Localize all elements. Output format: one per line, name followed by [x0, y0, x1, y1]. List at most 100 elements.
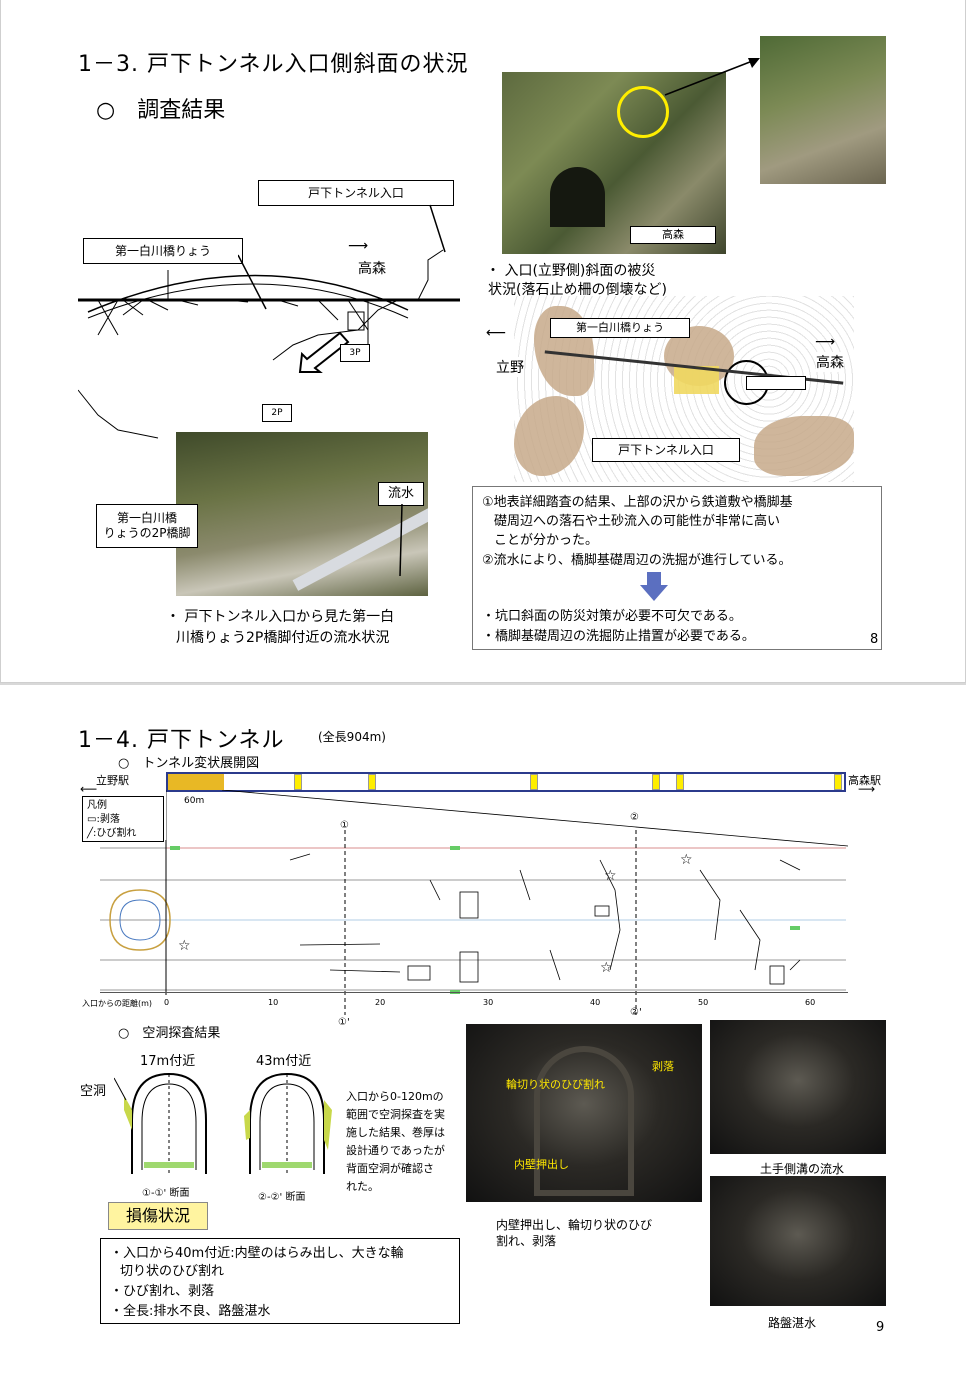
damage-item-3: ・全長:排水不良、路盤湛水 [110, 1304, 271, 1319]
pier-flow-photo [176, 432, 428, 596]
map-arrow-right: ⟶ [815, 334, 836, 350]
caption-drain: 土手側溝の流水 [760, 1162, 845, 1176]
axis-tick: 60 [805, 998, 816, 1007]
slope-caption-line2: 状況(落石止め柵の倒壊など) [488, 282, 667, 298]
zoom-guide-lines [166, 790, 849, 847]
map-callout-tunnel-entrance: 戸下トンネル入口 [592, 438, 740, 462]
flooded-track-photo [710, 1176, 886, 1306]
bridge-elevation-drawing [78, 249, 460, 439]
photo-caption-line2: 川橋りょう2P橋脚付近の流水状況 [176, 630, 390, 646]
label-takamori: 高森 [358, 261, 386, 277]
axis-tick: 40 [590, 998, 601, 1007]
photo-link-arrow [664, 58, 760, 96]
slope-caption-line1: ・ 入口(立野側)斜面の被災 [486, 263, 656, 279]
pier-2p-label: 2P [262, 404, 292, 422]
cavity-text-5: 背面空洞が確認さ [346, 1162, 434, 1175]
page-title: 1－4. 戸下トンネル [78, 728, 285, 753]
svg-text:☆: ☆ [178, 938, 191, 954]
callout-flow: 流水 [378, 482, 424, 506]
legend-box: 凡例 ▭:剥落 ╱:ひび割れ [82, 796, 164, 842]
deformation-development-diagram: ☆☆ ☆☆ [100, 830, 846, 1015]
section-marker-2-prime: ②' [630, 1007, 642, 1018]
pier-3p-label: 3P [340, 344, 370, 362]
action-1: ・坑口斜面の防災対策が必要不可欠である。 [482, 609, 742, 624]
axis-tick: 0 [164, 998, 170, 1007]
arrow-right: ⟶ [858, 782, 876, 796]
axis-tick: 50 [698, 998, 709, 1007]
tunnel-portal [550, 167, 605, 227]
photo-caption-line1: ・ 戸下トンネル入口から見た第一白 [166, 609, 395, 625]
damage-heading: 損傷状況 [108, 1202, 208, 1230]
svg-text:☆: ☆ [680, 852, 693, 868]
down-arrow-icon [640, 572, 668, 601]
section-heading: ○ トンネル変状展開図 [118, 756, 260, 771]
caption-flood: 路盤湛水 [768, 1316, 817, 1330]
page-title: 1－3. 戸下トンネル入口側斜面の状況 [78, 52, 469, 77]
callout-pier-2p: 第一白川橋 りょうの2P橋脚 [96, 504, 198, 548]
tunnel-strip [166, 772, 846, 792]
legend-title: 凡例 [87, 800, 107, 811]
label-17m: 17m付近 [140, 1054, 196, 1069]
legend-item-spall: ▭:剥落 [87, 814, 120, 825]
page-number: 8 [870, 632, 879, 647]
action-2: ・橋脚基礎周辺の洗掘防止措置が必要である。 [482, 629, 755, 644]
station-right: 高森駅 [848, 774, 881, 787]
axis-tick: 30 [483, 998, 494, 1007]
damage-item-2: ・ひび割れ、剥落 [110, 1284, 215, 1299]
cavity-text-2: 範囲で空洞探査を実 [346, 1108, 445, 1121]
section-heading: ○ 空洞探査結果 [118, 1026, 221, 1041]
damage-item-1a: ・入口から40m付近:内壁のはらみ出し、大きな輪 [110, 1246, 404, 1261]
map-callout-bridge: 第一白川橋りょう [550, 318, 690, 338]
section-marker-1-prime: ①' [338, 1017, 350, 1028]
cavity-text-1: 入口から0-120mの [346, 1090, 444, 1103]
distance-axis [100, 992, 848, 993]
station-left: 立野駅 [96, 774, 129, 787]
callout-pointer [238, 254, 267, 310]
callout-pointer [429, 204, 446, 253]
section-marker-1: ① [340, 820, 349, 831]
title-note: (全長904m) [318, 730, 386, 744]
damage-box [100, 1238, 460, 1324]
callout-bridge: 第一白川橋りょう [83, 238, 243, 264]
section-heading: ○ 調査結果 [96, 98, 226, 123]
label-cavity: 空洞 [80, 1084, 107, 1099]
cavity-text-3: 施した結果、巻厚は [346, 1126, 445, 1139]
section-caption-11: ①-①' 断面 [142, 1188, 190, 1199]
photo-label-ring-crack: 輪切り状のひび割れ [506, 1078, 605, 1091]
section-marker-2: ② [630, 812, 639, 823]
photo-caption-2: 割れ、剥落 [496, 1234, 557, 1248]
legend-item-crack: ╱:ひび割れ [87, 828, 137, 839]
photo-label-bulge: 内壁押出し [514, 1158, 569, 1171]
map-label-tateno: 立野 [496, 357, 524, 377]
direction-arrow-takamori: ⟶ [348, 238, 369, 254]
axis-label: 入口からの距離(m) [82, 999, 153, 1008]
svg-text:☆: ☆ [604, 868, 617, 884]
callout-pointer [399, 504, 403, 577]
photo-caption-1: 内壁押出し、輪切り状のひび [496, 1218, 653, 1232]
cavity-text-4: 設計通りであったが [346, 1144, 445, 1157]
tunnel-interior-photo: 輪切り状のひび割れ 剥落 内壁押出し [466, 1024, 702, 1202]
scale-60m: 60m [184, 796, 205, 806]
findings-box [472, 486, 882, 650]
map-label-takamori: 高森 [816, 352, 844, 372]
finding-1-line3: ことが分かった。 [494, 533, 599, 548]
photo-label-spall: 剥落 [652, 1060, 674, 1073]
finding-2: ②流水により、橋脚基礎周辺の洗掘が進行している。 [482, 553, 792, 568]
highlight-circle [617, 86, 669, 138]
map-arrow-left: ⟵ [486, 325, 507, 341]
finding-1-line1: ①地表詳細踏査の結果、上部の沢から鉄道敷や橋脚基 [482, 495, 793, 510]
arrow-left: ⟵ [80, 782, 98, 796]
cavity-text-6: れた。 [346, 1180, 379, 1193]
damage-item-1b: 切り状のひび割れ [120, 1264, 225, 1279]
photo-label-takamori: 高森 [630, 226, 716, 244]
callout-tunnel-entrance: 戸下トンネル入口 [258, 180, 454, 206]
page-divider [0, 683, 966, 685]
cross-section-17m [114, 1072, 207, 1174]
finding-1-line2: 礎周辺への落石や土砂流入の可能性が非常に高い [494, 514, 781, 529]
drain-photo [710, 1020, 886, 1154]
slope-closeup-photo [760, 36, 886, 184]
cross-section-43m [244, 1072, 332, 1174]
label-43m: 43m付近 [256, 1054, 312, 1069]
axis-tick: 20 [375, 998, 386, 1007]
axis-tick: 10 [268, 998, 279, 1007]
